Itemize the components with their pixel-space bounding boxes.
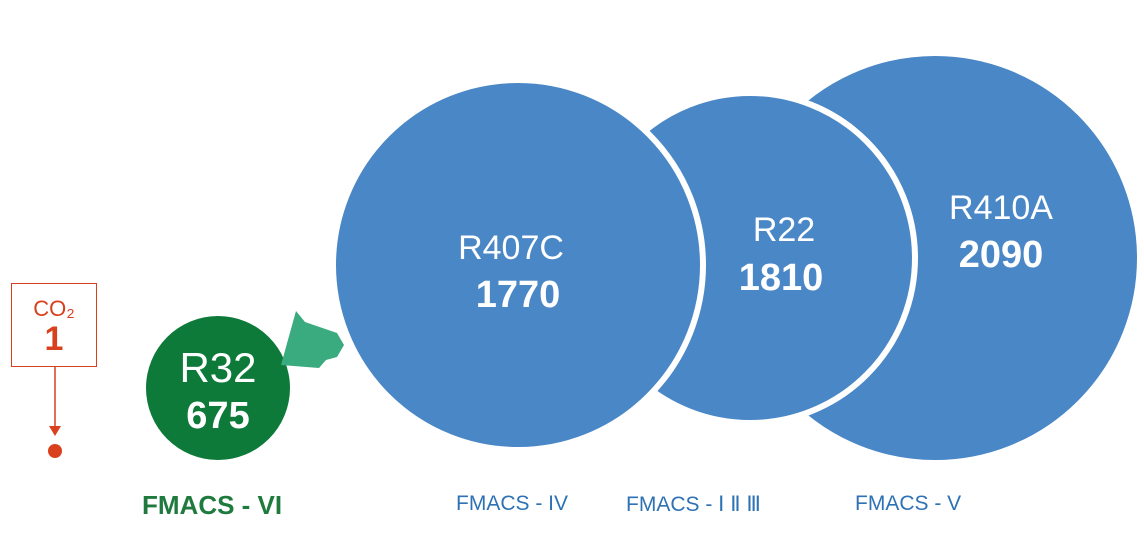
- r32-value: 675: [186, 395, 249, 437]
- co2-value: 1: [44, 320, 64, 358]
- circle-r407c: [330, 77, 706, 453]
- arrow-to-r32-icon: [281, 311, 344, 368]
- label-r407c-system: FMACS - IV: [456, 492, 569, 515]
- circle-r32: [146, 316, 290, 460]
- co2-dot: [48, 444, 62, 458]
- label-r410a-system: FMACS - V: [855, 492, 962, 515]
- r410a-value: 2090: [959, 234, 1044, 276]
- r410a-name: R410A: [949, 189, 1053, 227]
- co2-arrowhead-icon: [49, 426, 61, 436]
- r407c-name: R407C: [458, 229, 564, 267]
- r22-name: R22: [753, 211, 815, 249]
- r22-value: 1810: [739, 257, 824, 299]
- co2-name: CO₂: [33, 296, 75, 321]
- label-r32-system: FMACS - VI: [142, 490, 283, 520]
- label-r22-system: FMACS - Ⅰ Ⅱ Ⅲ: [626, 493, 761, 516]
- co2-box: CO₂ 1: [11, 283, 97, 367]
- r407c-value: 1770: [476, 274, 561, 316]
- r32-name: R32: [179, 344, 256, 391]
